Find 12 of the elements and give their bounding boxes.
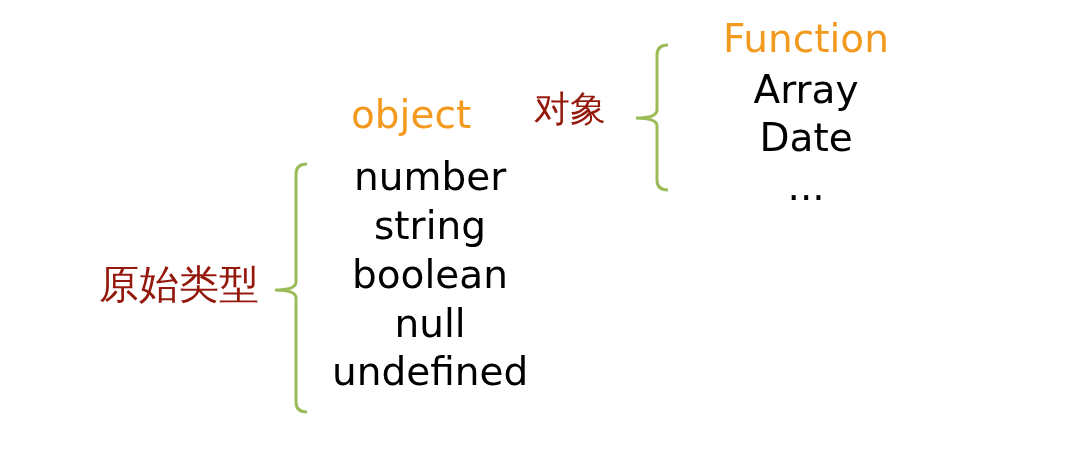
type-label: null — [394, 303, 466, 343]
type-heading: Function — [723, 18, 889, 58]
ellipsis-label: ... — [787, 166, 825, 206]
category-label: 原始类型 — [99, 264, 259, 304]
type-heading: object — [351, 94, 472, 134]
type-label: Array — [753, 69, 859, 109]
type-label: string — [374, 205, 486, 245]
category-label: 对象 — [534, 91, 606, 127]
type-label: Date — [759, 117, 853, 157]
type-label: number — [354, 156, 507, 196]
type-label: boolean — [352, 254, 508, 294]
type-label: undefined — [332, 351, 529, 391]
